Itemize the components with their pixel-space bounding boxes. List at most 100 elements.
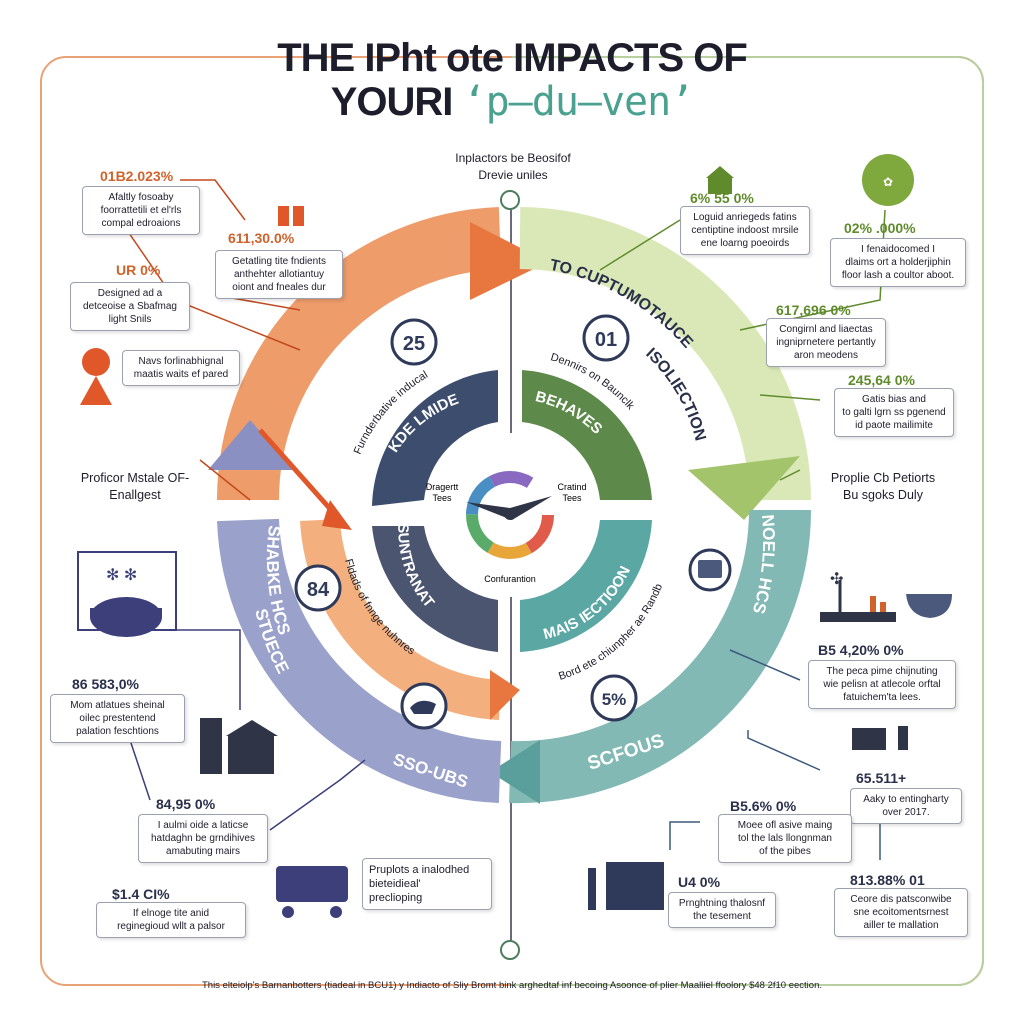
turbine-base — [820, 612, 896, 622]
stat-right-9: 813.88% 01 — [850, 872, 925, 888]
ring-segment-teal — [509, 509, 811, 804]
bowl-rim — [90, 608, 162, 618]
arrow-head-orange — [470, 222, 548, 300]
left-side-label: Proficor Mstale OF- Enallgest — [60, 470, 210, 504]
connector-6 — [269, 759, 366, 831]
monitor-icon — [698, 560, 722, 578]
pointer-arrowhead-left — [322, 500, 352, 530]
connector-11 — [729, 649, 801, 681]
label-confuranten: Confurantion — [484, 574, 536, 584]
top-note-line-1: Inplactors be Beosifof — [455, 151, 571, 165]
inner-segment-teal — [520, 520, 652, 652]
badge-5pct-text: 5% — [602, 690, 627, 709]
connector-10 — [759, 394, 821, 401]
hand-icon — [410, 700, 436, 714]
badge-84 — [294, 564, 342, 612]
arrow-head-green — [688, 456, 800, 520]
top-node — [500, 190, 520, 210]
inner-segment-navy — [372, 370, 498, 506]
leaf-badge-icon — [862, 154, 914, 206]
badge-25-text: 25 — [403, 333, 425, 355]
stat-right-1: 6% 55 0% — [690, 190, 754, 206]
leaf-badge-glyph: ✿ — [883, 175, 893, 189]
card-left-1: Afaltly fosoaby foorrattetili et el'rls … — [82, 186, 200, 235]
bowl-icon-frame — [77, 551, 177, 631]
gear-figure-icon — [82, 348, 110, 376]
card-left-2: Getatling tite fndients anthehter alloti… — [215, 250, 343, 299]
factory-building — [228, 736, 274, 774]
connector-4 — [175, 629, 241, 710]
arrow-head-teal — [490, 740, 540, 804]
badge-5pct — [590, 674, 638, 722]
stat-left-6: 84,95 0% — [156, 796, 216, 812]
right-side-label-2: Bu sgoks Duly — [843, 488, 923, 502]
plant-tower — [588, 868, 596, 910]
stat-right-8: U4 0% — [678, 874, 721, 890]
top-note: Inplactors be Beosifof Drevie uniles — [418, 150, 608, 184]
card-right-9: Ceore dis patsconwibe sne ecoitomentsrne… — [834, 888, 968, 937]
house-icon — [706, 166, 734, 178]
connector-5 — [129, 739, 151, 801]
badge-01 — [582, 314, 630, 362]
building-chimney — [898, 726, 908, 750]
gift-ribbon — [289, 200, 293, 226]
machine-wheel-1 — [282, 906, 294, 918]
machine-icon — [276, 866, 348, 902]
inner-segment-slate — [372, 526, 498, 652]
title-line-2-a: YOURI — [330, 80, 463, 124]
connector-12 — [747, 730, 821, 771]
card-left-3: Designed ad a detceoise a Sbafmag light … — [70, 282, 190, 331]
stat-right-3: 617,696 0% — [776, 302, 851, 318]
card-right-4: Gatis bias and to galti lgrn ss pgenend … — [834, 388, 954, 437]
card-right-6: Aaky to entingharty over 2017. — [850, 788, 962, 824]
label-cratind: Cratind — [557, 482, 586, 492]
stat-right-6: 65.511+ — [856, 770, 907, 786]
card-right-5: The peca pime chijnuting wie pelisn at a… — [808, 660, 956, 709]
connector-13 — [669, 821, 700, 850]
label-dragertt: Dragertt — [426, 482, 459, 492]
arrow-head-inner — [490, 670, 520, 720]
stat-right-4: 245,64 0% — [848, 372, 915, 388]
building-icon — [852, 728, 886, 750]
stat-left-1: 01B2.023% — [100, 168, 174, 184]
card-left-5: Mom atlatues sheinal oilec prestentend p… — [50, 694, 185, 743]
stat-left-3: UR 0% — [116, 262, 161, 278]
house-body — [708, 178, 732, 194]
stat-left-5: 86 583,0% — [72, 676, 139, 692]
connector-16 — [779, 469, 801, 481]
right-side-label: Proplie Cb Petiorts Bu sgoks Duly — [808, 470, 958, 504]
label-tees-1: Tees — [432, 493, 452, 503]
right-side-label-1: Proplie Cb Petiorts — [830, 471, 936, 485]
stat-right-7: B5.6% 0% — [730, 798, 797, 814]
machine-wheel-2 — [330, 906, 342, 918]
title-line-2: YOURI ‘p–du–ven’ — [0, 80, 1024, 124]
snowflake-icon: ✻ ✻ — [106, 567, 137, 584]
factory-roof — [226, 720, 278, 736]
badge-01-text: 01 — [595, 329, 617, 351]
arrow-head-lavender — [208, 420, 294, 470]
left-side-label-1: Proficor Mstale OF- — [80, 471, 190, 485]
gauge-arc-orange — [466, 471, 554, 559]
card-left-7: If elnoge tite anid reginegioud wllt a p… — [96, 902, 246, 938]
card-right-1: Loguid anriegeds fatins centiptine indoo… — [680, 206, 810, 255]
badge-84-text: 84 — [307, 579, 330, 601]
gear-figure-body — [80, 376, 112, 405]
stat-right-2: 02% .000% — [844, 220, 916, 236]
ring-label-isoliection: ISOLIECTION — [642, 345, 708, 443]
connector-1 — [180, 179, 246, 221]
inner-segment-green — [522, 370, 652, 500]
wind-turbine-blades: ✣ — [830, 571, 843, 588]
bottom-node — [500, 940, 520, 960]
left-side-label-2: Enallgest — [109, 488, 161, 502]
clock-hub — [504, 508, 516, 520]
stat-left-2: 611,30.0% — [228, 230, 295, 246]
gauge-arc-red — [466, 471, 554, 559]
card-left-6: I aulmi oide a laticse hatdaghn be grndi… — [138, 814, 268, 863]
label-tees-2: Tees — [562, 493, 582, 503]
card-bottom-mid: Pruplots a inalodhed bieteidieal' precli… — [362, 858, 492, 910]
pointer-arrow-left — [258, 428, 342, 522]
outer-frame-right — [512, 56, 984, 986]
ring-segment-green — [519, 207, 811, 501]
card-right-3: Congirnl and liaectas ingniprnetere pert… — [766, 318, 886, 367]
